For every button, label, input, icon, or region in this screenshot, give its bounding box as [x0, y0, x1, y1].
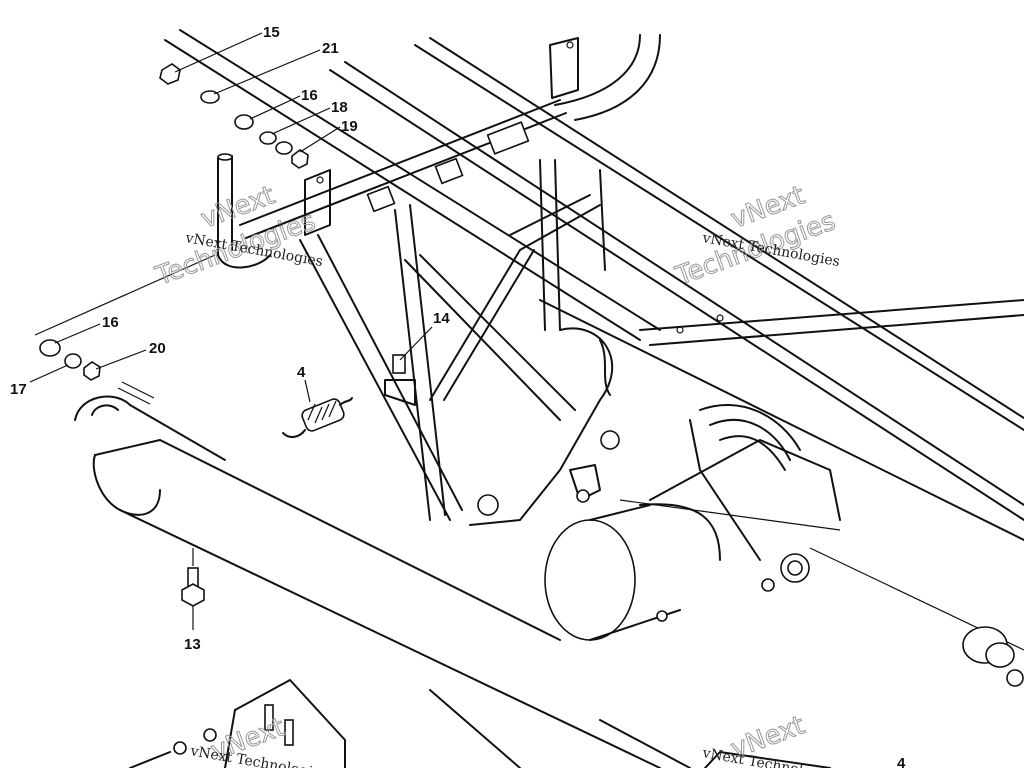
bolt-13	[181, 548, 205, 607]
callout-16-top: 16	[301, 87, 318, 104]
watermark-left: vNext Technologies vNext Technologies	[151, 180, 324, 293]
nut-20	[83, 361, 101, 381]
callout-16-left: 16	[102, 314, 119, 331]
watermark-bottom-right: vNext vNext Technologies	[700, 710, 841, 768]
spacer-16b	[39, 339, 61, 357]
washer-18	[259, 131, 277, 145]
fastener-stack-top	[159, 63, 309, 169]
callout-4-spring: 4	[297, 364, 306, 381]
washer-19a	[275, 141, 293, 155]
callout-19: 19	[341, 118, 358, 135]
pivot-shaft	[217, 37, 579, 269]
exhaust-flange	[962, 626, 1024, 687]
muffler	[74, 395, 691, 768]
spring-4	[282, 397, 353, 438]
lower-bracket	[129, 679, 831, 768]
callout-17: 17	[10, 381, 27, 398]
nut-19b	[291, 149, 309, 169]
grease-fitting-14	[384, 354, 416, 406]
watermark-right: vNext Technologies vNext Technologies	[671, 180, 841, 293]
callouts: 15 21 16 18 19 16 20 17 14 4 13 4	[10, 24, 906, 768]
callout-14: 14	[433, 310, 450, 327]
starter-motor	[544, 404, 1024, 651]
swing-arm-truss	[299, 159, 620, 526]
watermark-bottom-left: vNext vNext Technologies	[188, 712, 329, 768]
callout-13: 13	[184, 636, 201, 653]
washer-17	[64, 353, 82, 369]
spacer-16	[234, 114, 254, 130]
nut-15	[159, 63, 181, 85]
callout-18: 18	[331, 99, 348, 116]
fastener-stack-left	[34, 254, 216, 405]
callout-4-bottom: 4	[897, 755, 906, 768]
callout-20: 20	[149, 340, 166, 357]
callout-21: 21	[322, 40, 339, 57]
callout-15: 15	[263, 24, 280, 41]
frame-rails	[164, 29, 1024, 541]
